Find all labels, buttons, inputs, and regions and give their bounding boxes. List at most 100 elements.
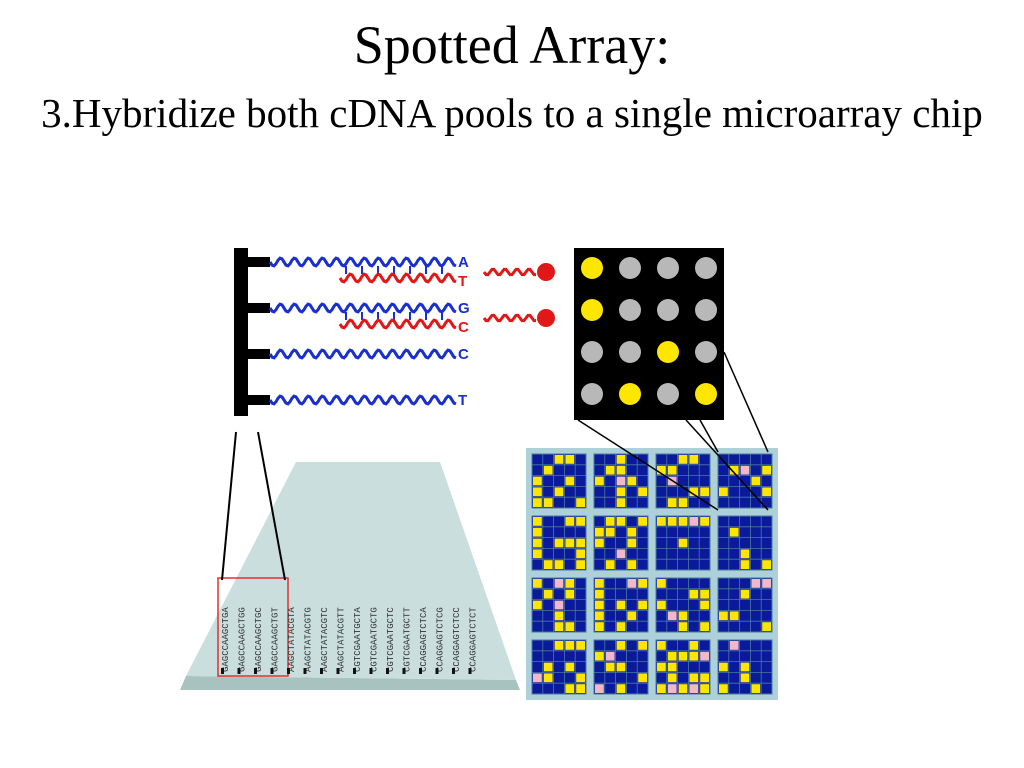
array-spot xyxy=(730,611,739,620)
target-base-label: C xyxy=(458,319,469,336)
array-spot xyxy=(638,601,647,610)
array-spot xyxy=(617,684,626,693)
array-spot xyxy=(595,622,604,631)
probe-sequence-label: CCAGGAGTCTCC xyxy=(452,607,462,672)
probe-sequence-label: GAGCCAAGCTGC xyxy=(254,607,264,672)
array-spot xyxy=(565,641,574,650)
array-spot xyxy=(544,590,553,599)
array-spot xyxy=(595,611,604,620)
array-spot xyxy=(555,455,564,464)
probe-sequence-label: GAGCCAAGCTGA xyxy=(221,607,231,672)
array-spot xyxy=(576,641,585,650)
probe-sequence-label: AAGCTATACGTT xyxy=(337,607,347,672)
array-spot xyxy=(679,684,688,693)
array-spot xyxy=(595,601,604,610)
array-spot xyxy=(544,466,553,475)
dye-linker xyxy=(484,315,536,320)
array-spot xyxy=(617,549,626,558)
unhybridized-spot xyxy=(657,299,679,321)
array-subgrid xyxy=(656,640,710,694)
zoom-line-chip-4 xyxy=(700,420,718,452)
probe-sequence-label: CGTCGAATGCTT xyxy=(403,607,413,672)
array-spot xyxy=(627,477,636,486)
probe-base-label: A xyxy=(458,254,469,271)
array-grid xyxy=(526,448,778,700)
array-spot xyxy=(595,684,604,693)
array-spot xyxy=(751,684,760,693)
array-spot xyxy=(565,663,574,672)
probe-spot-mark xyxy=(386,668,389,674)
array-spot xyxy=(689,455,698,464)
array-spot xyxy=(719,684,728,693)
probe-strand-line xyxy=(270,396,456,404)
array-spot xyxy=(700,590,709,599)
hybridized-spot xyxy=(657,341,679,363)
array-spot xyxy=(544,498,553,507)
probe-base-label: C xyxy=(458,346,469,363)
array-spot xyxy=(555,622,564,631)
array-spot xyxy=(730,641,739,650)
array-spot xyxy=(533,498,542,507)
array-spot xyxy=(617,622,626,631)
array-spot xyxy=(595,590,604,599)
array-subgrid xyxy=(718,640,772,694)
array-subgrid xyxy=(532,516,586,570)
array-spot xyxy=(638,579,647,588)
probe-sequence-label: CGTCGAATGCTA xyxy=(353,607,363,672)
array-spot xyxy=(533,673,542,682)
unhybridized-spot xyxy=(695,257,717,279)
array-spot xyxy=(606,528,615,537)
array-spot xyxy=(617,663,626,672)
array-spot xyxy=(595,477,604,486)
array-spot xyxy=(762,487,771,496)
zoom-line-left xyxy=(222,432,236,580)
probe-spot-mark xyxy=(320,668,323,674)
array-subgrid xyxy=(594,640,648,694)
array-spot xyxy=(544,663,553,672)
array-spot xyxy=(555,641,564,650)
array-spot xyxy=(533,487,542,496)
array-spot xyxy=(595,652,604,661)
hybridized-spot xyxy=(581,299,603,321)
probe-sequence-label: CCAGGAGTCTCA xyxy=(419,607,429,672)
array-spot xyxy=(689,517,698,526)
array-spot xyxy=(700,684,709,693)
target-strand-line xyxy=(340,274,456,282)
array-spot xyxy=(741,673,750,682)
array-spot xyxy=(700,517,709,526)
array-spot xyxy=(638,487,647,496)
array-subgrid xyxy=(656,516,710,570)
array-spot xyxy=(555,579,564,588)
array-spot xyxy=(544,560,553,569)
array-spot xyxy=(719,487,728,496)
array-spot xyxy=(627,539,636,548)
hybridized-spot xyxy=(581,257,603,279)
array-spot xyxy=(565,590,574,599)
unhybridized-spot xyxy=(619,341,641,363)
array-spot xyxy=(700,622,709,631)
array-subgrid xyxy=(656,578,710,632)
array-spot xyxy=(617,517,626,526)
array-spot xyxy=(533,579,542,588)
array-spot xyxy=(668,517,677,526)
array-spot xyxy=(555,487,564,496)
unhybridized-spot xyxy=(695,341,717,363)
array-spot xyxy=(657,684,666,693)
array-spot xyxy=(668,498,677,507)
target-strand-line xyxy=(340,320,456,328)
array-spot xyxy=(606,652,615,661)
array-spot xyxy=(617,601,626,610)
array-spot xyxy=(555,560,564,569)
array-spot xyxy=(700,652,709,661)
array-spot xyxy=(762,622,771,631)
fluorescent-dye xyxy=(537,263,555,281)
hybridized-spot xyxy=(695,383,717,405)
zoom-chip xyxy=(574,248,724,420)
probe-spot-mark xyxy=(304,668,307,674)
array-spot xyxy=(679,539,688,548)
probe-spot-mark xyxy=(337,668,340,674)
array-spot xyxy=(617,455,626,464)
unhybridized-spot xyxy=(657,383,679,405)
probe-strand-line xyxy=(270,304,456,312)
